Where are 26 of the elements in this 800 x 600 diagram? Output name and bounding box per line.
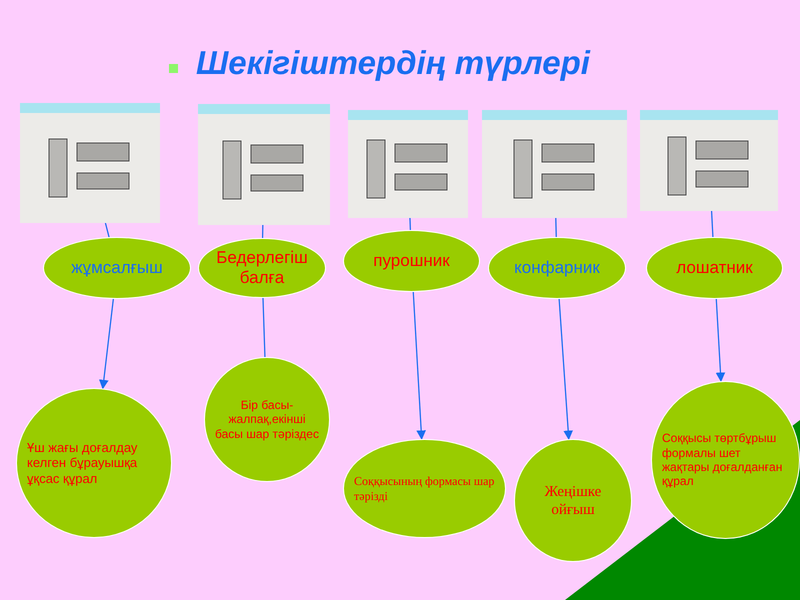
title: Шекігіштердің түрлері: [196, 44, 590, 82]
photo-placeholder: [20, 103, 160, 223]
tool-name: пурошник: [373, 250, 450, 272]
tool-name: жұмсалғыш: [71, 258, 163, 278]
photo-placeholder: [482, 110, 627, 218]
connector-line: [409, 218, 411, 230]
description-text: Соққысы төртбұрыш формалы шет жақтары доғалданған құрал: [662, 431, 784, 489]
description-text: Бір басы-жалпақ,екінші басы шар тəріздес: [215, 398, 319, 442]
description-text: Соққысының формасы шар тəрізді: [354, 474, 495, 503]
photo-placeholder: [348, 110, 468, 218]
description-text: Ұш жағы доғалдау келген бұрауышқа ұқсас құрал: [27, 440, 138, 486]
tool-name: конфарник: [514, 258, 600, 278]
tool-name: лошатник: [676, 258, 753, 278]
description-text: Жеңішке ойғыш: [544, 482, 602, 518]
connector-line: [710, 210, 714, 238]
photo-placeholder: [640, 110, 778, 211]
arrow: [99, 298, 114, 390]
connector-line: [262, 298, 266, 358]
connector-line: [104, 222, 110, 238]
photo-placeholder: [198, 104, 330, 225]
connector-line: [555, 218, 557, 238]
tool-name: Бедерлегіш балға: [215, 248, 309, 288]
connector-line: [262, 224, 264, 238]
arrow: [558, 298, 573, 440]
arrow: [412, 292, 426, 440]
arrow: [716, 298, 726, 382]
